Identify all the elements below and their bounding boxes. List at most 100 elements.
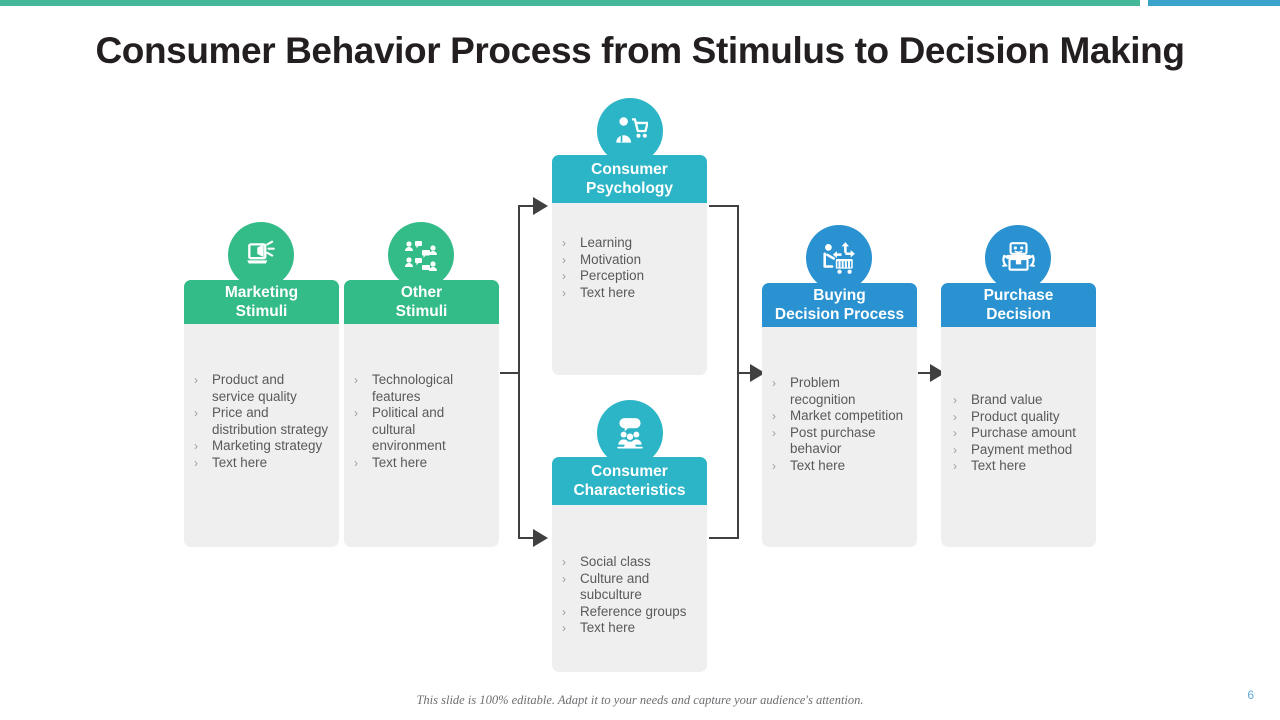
chevron-right-icon: › xyxy=(354,373,358,387)
marketing-stimuli-icon-circle xyxy=(228,222,294,288)
card-marketing-stimuli[interactable]: Marketing Stimuli ›Product and service q… xyxy=(184,280,339,547)
buying-decision-process-title-line1: Buying xyxy=(813,287,866,304)
chevron-right-icon: › xyxy=(562,252,566,267)
consumer-psychology-body: ›Learning ›Motivation ›Perception ›Text … xyxy=(552,203,707,375)
page-number: 6 xyxy=(1247,688,1254,702)
connector-merge-top xyxy=(709,205,739,207)
consumer-psychology-title-line2: Psychology xyxy=(586,180,673,197)
list-item: › Text here xyxy=(558,620,701,637)
list-item: ›Social class xyxy=(558,554,701,571)
chevron-right-icon: › xyxy=(562,285,566,300)
shopper-cart-icon xyxy=(612,115,648,147)
connector-stimuli-horizontal xyxy=(500,372,520,374)
bullet-text: Text here xyxy=(580,284,636,300)
bullet-text: Marketing strategy xyxy=(212,438,323,454)
chevron-right-icon: › xyxy=(562,621,566,636)
list-item: ›Price and distribution strategy xyxy=(190,405,329,438)
consumer-characteristics-header: Consumer Characteristics xyxy=(552,457,707,505)
chevron-right-icon: › xyxy=(953,426,957,441)
marketing-stimuli-title-line2: Stimuli xyxy=(235,303,288,320)
bullet-text: Product quality xyxy=(971,408,1060,424)
bullet-text: Text here xyxy=(971,458,1027,474)
bullet-text: Post purchase behavior xyxy=(790,424,876,457)
list-item: › Political and cultural environment xyxy=(350,405,489,455)
bullet-text: Brand value xyxy=(971,392,1043,407)
arrow-to-consumer-characteristics xyxy=(533,529,548,547)
card-buying-decision-process[interactable]: Buying Decision Process › Problem recogni… xyxy=(762,283,917,547)
bullet-text: Text here xyxy=(212,454,268,470)
chevron-right-icon: › xyxy=(772,458,776,473)
connector-buying-to-purchase xyxy=(918,372,934,374)
chevron-right-icon: › xyxy=(562,269,566,284)
card-other-stimuli[interactable]: Other Stimuli ›Technological features › P… xyxy=(344,280,499,547)
chevron-right-icon: › xyxy=(772,376,776,390)
chevron-right-icon: › xyxy=(562,571,566,586)
group-speech-bubble-icon xyxy=(612,417,648,449)
editable-footnote: This slide is 100% editable. Adapt it to… xyxy=(416,693,864,707)
chevron-right-icon: › xyxy=(953,409,957,424)
chevron-right-icon: › xyxy=(562,604,566,619)
bullet-text: Text here xyxy=(580,620,636,636)
other-stimuli-title-line1: Other xyxy=(400,284,443,301)
chevron-right-icon: › xyxy=(953,442,957,457)
consumer-characteristics-body: ›Social class ›Culture and subculture ›R… xyxy=(552,505,707,672)
bullet-text: Price and distribution strategy xyxy=(212,405,329,437)
buying-decision-process-bullet-list: › Problem recognition ›Market competition… xyxy=(768,375,907,475)
list-item: ›Technological features xyxy=(350,372,489,405)
list-item: › Culture and subculture xyxy=(558,571,701,604)
consumer-characteristics-title-line1: Consumer xyxy=(591,463,668,480)
connector-branch-bottom xyxy=(518,537,536,539)
other-stimuli-header: Other Stimuli xyxy=(344,280,499,324)
buying-decision-process-header: Buying Decision Process xyxy=(762,283,917,327)
list-item: › Problem recognition xyxy=(768,375,907,408)
bullet-text: Text here xyxy=(790,457,846,473)
list-item: › Text here xyxy=(350,455,489,472)
buying-decision-process-body: › Problem recognition ›Market competition… xyxy=(762,327,917,547)
consumer-psychology-bullet-list: ›Learning ›Motivation ›Perception ›Text … xyxy=(558,235,697,301)
other-stimuli-bullet-list: ›Technological features › Political and c… xyxy=(350,372,489,472)
list-item: ›Perception xyxy=(558,268,697,285)
list-item: › Reference groups xyxy=(558,604,701,621)
card-consumer-psychology[interactable]: Consumer Psychology ›Learning ›Motivatio… xyxy=(552,155,707,375)
top-accent-bar-blue xyxy=(1148,0,1280,6)
list-item: › Purchase amount xyxy=(949,425,1090,442)
card-consumer-characteristics[interactable]: Consumer Characteristics ›Social class ›… xyxy=(552,457,707,672)
package-return-icon xyxy=(1000,241,1036,275)
consumer-psychology-icon-circle xyxy=(597,98,663,164)
card-purchase-decision[interactable]: Purchase Decision › Brand value › Product … xyxy=(941,283,1096,547)
list-item: ›Product and service quality xyxy=(190,372,329,405)
top-accent-bar xyxy=(0,0,1280,6)
chevron-right-icon: › xyxy=(354,406,358,421)
purchase-decision-icon-circle xyxy=(985,225,1051,291)
list-item: ›Text here xyxy=(949,458,1090,475)
top-accent-bar-gap xyxy=(1140,0,1148,6)
consumer-characteristics-bullet-list: ›Social class ›Culture and subculture ›R… xyxy=(558,554,701,637)
connector-branch-top xyxy=(518,205,536,207)
chevron-right-icon: › xyxy=(772,425,776,440)
consumer-characteristics-title-line2: Characteristics xyxy=(573,482,686,499)
list-item: ›Text here xyxy=(190,455,329,472)
arrow-to-consumer-psychology xyxy=(533,197,548,215)
connector-merge-bottom xyxy=(709,537,739,539)
list-item: ›Market competition xyxy=(768,408,907,425)
list-item: ›Learning xyxy=(558,235,697,252)
purchase-decision-title-line2: Decision xyxy=(986,306,1051,323)
bullet-text: Political and cultural environment xyxy=(372,405,446,454)
purchase-decision-title-line1: Purchase xyxy=(983,287,1054,304)
purchase-decision-bullet-list: › Brand value › Product quality › Purchase … xyxy=(949,392,1090,475)
list-item: ›Payment method xyxy=(949,442,1090,459)
bullet-text: Text here xyxy=(372,454,428,470)
list-item: › Text here xyxy=(768,458,907,475)
bullet-text: Purchase amount xyxy=(971,425,1076,441)
bullet-text: Reference groups xyxy=(580,603,687,619)
bullet-text: Culture and subculture xyxy=(580,570,650,603)
connector-split-vertical xyxy=(518,205,520,539)
bullet-text: Product and service quality xyxy=(212,372,297,404)
list-item: › Text here xyxy=(558,285,697,302)
chevron-right-icon: › xyxy=(354,455,358,470)
people-network-icon xyxy=(403,239,439,271)
bullet-text: Social class xyxy=(580,554,651,569)
bullet-text: Problem recognition xyxy=(790,375,856,407)
chevron-right-icon: › xyxy=(194,439,198,454)
